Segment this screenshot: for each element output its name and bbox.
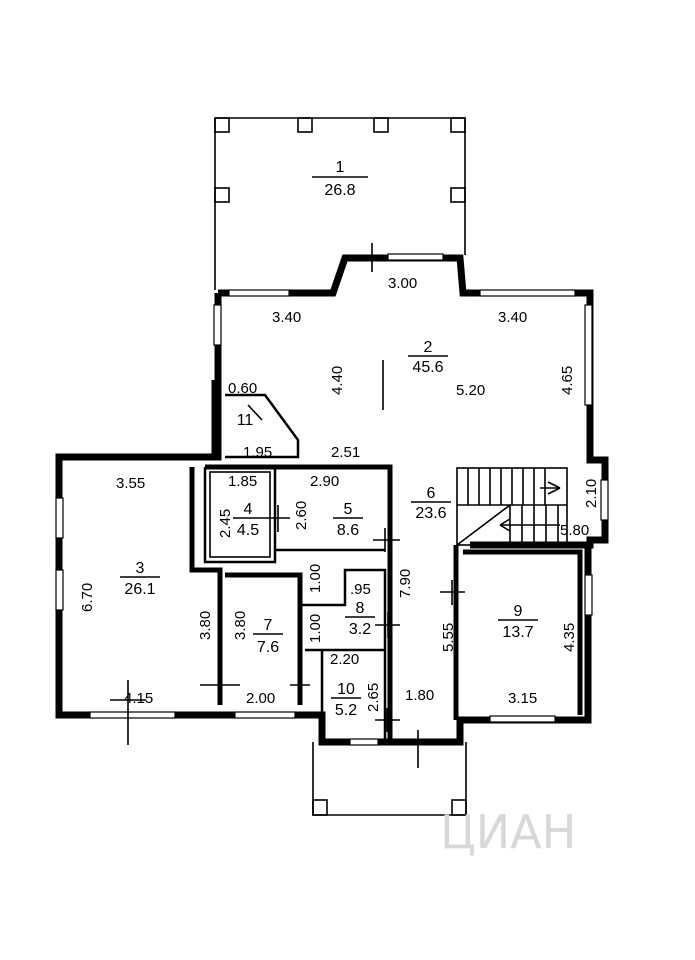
windows: [55, 253, 609, 746]
dim-label: 4.15: [124, 690, 153, 707]
room-area: 23.6: [415, 505, 446, 522]
room-2-label: 2 45.6: [408, 339, 448, 376]
room-area: 7.6: [257, 639, 279, 656]
terrace-outline: [214, 117, 466, 290]
room-number: 9: [514, 603, 523, 620]
room-10-label: 10 5.2: [331, 681, 361, 719]
room-number: 6: [427, 485, 436, 502]
dim-label: 1.00: [307, 564, 324, 593]
dim-label: 3.80: [232, 611, 249, 640]
room-number: 10: [337, 681, 355, 698]
room-area: 8.6: [337, 522, 359, 539]
dim-label: 2.20: [330, 651, 359, 668]
dim-label: 6.70: [79, 583, 96, 612]
dim-label: 1.00: [307, 614, 324, 643]
dim-label: 2.90: [310, 473, 339, 490]
dim-label: 5.55: [440, 623, 457, 652]
dim-label: 7.90: [397, 569, 414, 598]
dim-label: 0.60: [228, 380, 257, 397]
room-area: 5.2: [335, 702, 357, 719]
dim-label: 1.85: [228, 473, 257, 490]
room-area: 4.5: [237, 522, 259, 539]
dim-label: 3.15: [508, 690, 537, 707]
room-number: 7: [264, 617, 273, 634]
dim-label: 2.10: [583, 479, 600, 508]
room-8-label: 8 3.2: [345, 600, 375, 638]
room-7-label: 7 7.6: [253, 617, 283, 656]
room-area: 45.6: [412, 359, 443, 376]
room-area: 26.8: [324, 182, 355, 199]
dim-label: 3.40: [498, 309, 527, 326]
room-6-label: 6 23.6: [411, 485, 451, 522]
dim-label: 3.55: [116, 475, 145, 492]
dimension-labels: 3.00 3.40 3.40 4.40 5.20 4.65 0.60 1.95 …: [79, 275, 600, 712]
dim-label: 3.80: [197, 611, 214, 640]
dim-label: 5.20: [456, 382, 485, 399]
room-number: 4: [244, 501, 253, 518]
room-number: 8: [356, 600, 365, 617]
room-number: 2: [424, 339, 433, 356]
door-marks: [110, 243, 465, 768]
room-11-label: 11: [237, 412, 254, 429]
dim-label: 3.00: [388, 275, 417, 292]
dim-label: 4.65: [559, 366, 576, 395]
dim-label: 2.00: [246, 690, 275, 707]
dim-label: 2.45: [217, 509, 234, 538]
staircase: [456, 467, 568, 546]
dim-label: .95: [350, 581, 371, 598]
dim-label: 5.80: [560, 522, 589, 539]
dim-label: 4.40: [329, 366, 346, 395]
room-number: 5: [344, 501, 353, 518]
room-number: 1: [336, 159, 345, 176]
dim-label: 2.60: [293, 501, 310, 530]
room-5-label: 5 8.6: [333, 501, 363, 539]
room-9-label: 9 13.7: [498, 603, 538, 641]
dim-label: 1.80: [405, 687, 434, 704]
room-area: 13.7: [502, 624, 533, 641]
room-3-label: 3 26.1: [120, 560, 160, 598]
porch-outline: [312, 742, 467, 816]
dim-label: 2.65: [365, 683, 382, 712]
dim-label: 2.51: [331, 444, 360, 461]
room-area: 26.1: [124, 581, 155, 598]
dim-label: 3.40: [272, 309, 301, 326]
room-area: 3.2: [349, 621, 371, 638]
interior-walls: [189, 393, 583, 742]
porch-column: [312, 799, 328, 816]
room-4-label: 4 4.5: [233, 501, 263, 539]
dim-label: 4.35: [561, 623, 578, 652]
watermark: ЦИАН: [440, 805, 576, 859]
room-1-label: 1 26.8: [312, 159, 368, 199]
room-number: 3: [136, 560, 145, 577]
dim-label: 1.95: [243, 444, 272, 461]
porch-column: [451, 799, 467, 816]
room-number: 11: [237, 412, 254, 429]
